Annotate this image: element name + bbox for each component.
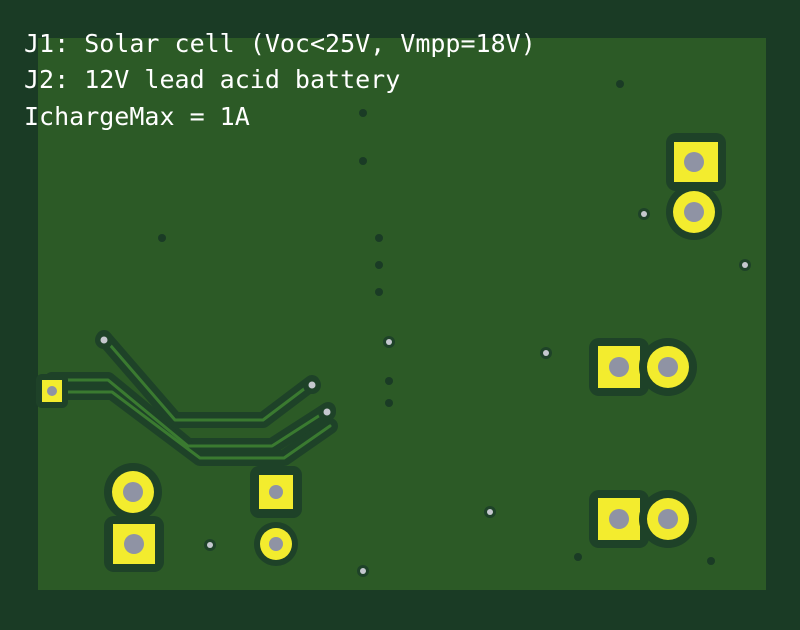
connector-top-right: [666, 133, 726, 240]
trace-3: [50, 390, 332, 460]
trace-2: [102, 336, 314, 422]
silkscreen-line-3: IchargeMax = 1A: [24, 102, 250, 131]
connector-mid-right: [589, 338, 697, 396]
connector-bottom-left: [104, 463, 164, 572]
component-bottom-middle: [250, 466, 302, 566]
trace-1: [50, 378, 330, 448]
vias: [95, 80, 751, 577]
silkscreen-line-1: J1: Solar cell (Voc<25V, Vmpp=18V): [24, 29, 536, 58]
traces: [50, 336, 332, 460]
connector-bottom-right: [589, 490, 697, 548]
test-pad-left: [36, 374, 68, 408]
silkscreen-line-2: J2: 12V lead acid battery: [24, 65, 401, 94]
